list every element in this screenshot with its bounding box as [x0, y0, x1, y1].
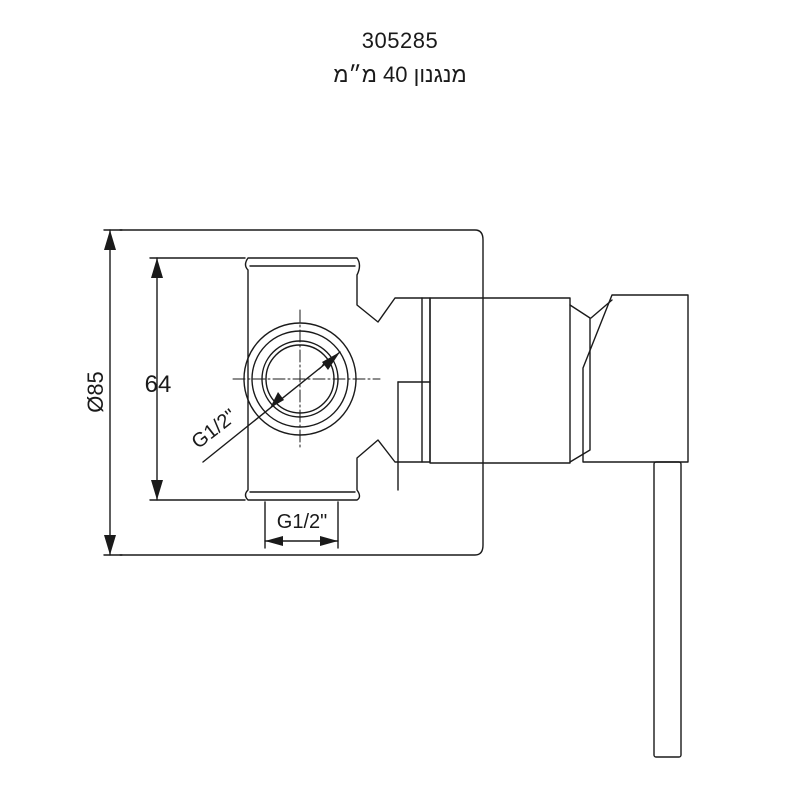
bottom-thread-label: G1/2"	[277, 511, 327, 533]
handle-block	[582, 294, 689, 463]
side-thread-label: G1/2"	[188, 405, 241, 453]
lever-handle	[653, 461, 682, 758]
valve-body	[244, 257, 431, 501]
side-thread-leader	[202, 351, 341, 463]
header: 305285 מנגנון 40 מ״מ	[0, 0, 800, 100]
side-port	[232, 309, 381, 451]
stem-neck	[569, 304, 591, 463]
product-description: מנגנון 40 מ״מ	[333, 62, 467, 87]
cartridge-body	[429, 297, 571, 464]
model-number: 305285	[361, 28, 439, 53]
diameter-dimension	[103, 229, 123, 556]
diameter-label: Ø85	[83, 371, 108, 413]
wall-plate	[119, 229, 484, 556]
bottom-thread-dimension	[264, 501, 339, 549]
height-label: 64	[145, 371, 172, 398]
height-dimension	[149, 257, 246, 501]
